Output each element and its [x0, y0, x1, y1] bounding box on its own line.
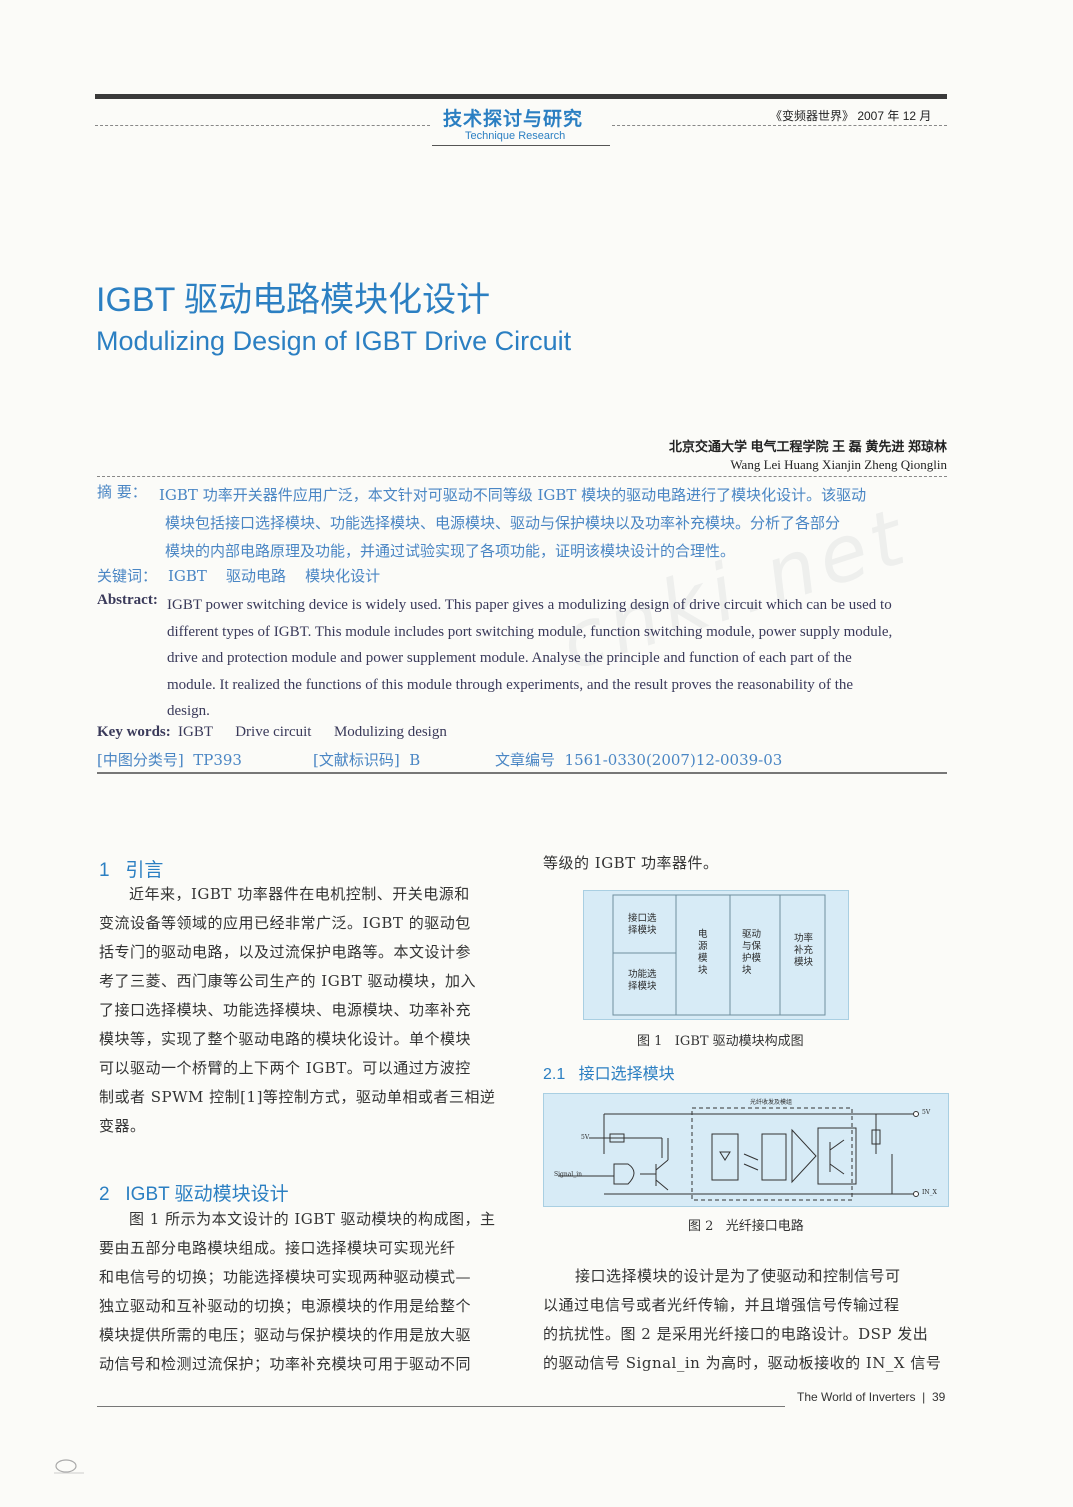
paragraph-line: 的抗扰性。图 2 是采用光纤接口的电路设计。DSP 发出	[543, 1325, 929, 1343]
section-title-cn: 技术探讨与研究	[443, 109, 584, 130]
section-2-body: 图 1 所示为本文设计的 IGBT 驱动模块的构成图，主 要由五部分电路模块组成…	[99, 1205, 509, 1379]
journal-name: 《变频器世界》 2007 年 12 月	[770, 109, 932, 123]
paragraph-line: 图 1 所示为本文设计的 IGBT 驱动模块的构成图，主	[129, 1210, 496, 1228]
fig2-top-label: 光纤收发及模组	[750, 1099, 793, 1106]
article-number: 文章编号 1561-0330(2007)12-0039-03	[495, 751, 783, 769]
abstract-label-cn: 摘 要：	[97, 483, 147, 501]
abstract-rule	[97, 772, 947, 774]
paragraph-line: 要由五部分电路模块组成。接口选择模块可实现光纤	[99, 1239, 456, 1257]
header-dash-left	[95, 125, 430, 126]
keywords-label-en: Key words:	[97, 724, 171, 740]
paragraph-line: 模块提供所需的电压；驱动与保护模块的作用是放大驱	[99, 1326, 472, 1344]
header-dash-right	[612, 125, 947, 126]
paragraph-line: 变流设备等领域的应用已经非常广泛。IGBT 的驱动包	[99, 914, 471, 932]
clc-number: [中图分类号] TP393	[97, 751, 242, 769]
paragraph-line: 可以驱动一个桥臂的上下两个 IGBT。可以通过方波控	[99, 1059, 471, 1077]
section-1-body: 近年来，IGBT 功率器件在电机控制、开关电源和 变流设备等领域的应用已经非常广…	[99, 880, 509, 1141]
abstract-label-en: Abstract:	[97, 592, 158, 608]
fig2-signal-in: Signal_in	[554, 1171, 583, 1178]
authors-en: Wang Lei Huang Xianjin Zheng Qionglin	[730, 457, 947, 472]
publisher-logo-icon	[54, 1459, 84, 1474]
figure-2-caption: 图 2 光纤接口电路	[688, 1219, 804, 1234]
abstract-cn-line: IGBT 功率开关器件应用广泛，本文针对可驱动不同等级 IGBT 模块的驱动电路…	[159, 486, 867, 504]
paragraph-line: 的驱动信号 Signal_in 为高时，驱动板接收的 IN_X 信号	[543, 1354, 942, 1372]
continuation-line: 等级的 IGBT 功率器件。	[543, 854, 719, 872]
paragraph-line: 括专门的驱动电路，以及过流保护电路等。本文设计参	[99, 943, 472, 961]
abstract-en: IGBT power switching device is widely us…	[167, 592, 892, 725]
fig1-block-power: 电源模块	[698, 929, 708, 976]
figure-2-circuit	[558, 1107, 919, 1201]
header-rule	[95, 94, 947, 99]
title-cn: IGBT 驱动电路模块化设计	[96, 281, 491, 319]
section-2-heading: 2 IGBT 驱动模块设计	[99, 1184, 289, 1205]
paragraph-line: 和电信号的切换；功能选择模块可实现两种驱动模式—	[99, 1268, 472, 1286]
title-en: Modulizing Design of IGBT Drive Circuit	[96, 326, 572, 356]
figure-1: 接口选择模块 功能选择模块 电源模块 驱动与保护模块 功率补充模块	[583, 890, 849, 1020]
paragraph-line: 变器。	[99, 1117, 146, 1135]
paragraph-line: 以通过电信号或者光纤传输，并且增强信号传输过程	[543, 1296, 900, 1314]
abstract-en-line: module. It realized the functions of thi…	[167, 676, 854, 693]
figure-1-caption: 图 1 IGBT 驱动模块构成图	[637, 1034, 804, 1049]
fig1-block-interface: 接口选择模块	[628, 913, 657, 936]
doc-code: [文献标识码] B	[313, 751, 421, 769]
abstract-en-line: design.	[167, 703, 210, 719]
footer-text: The World of Inverters | 39	[797, 1390, 946, 1404]
abstract-en-line: drive and protection module and power su…	[167, 650, 852, 666]
figure-1-diagram	[612, 894, 826, 1016]
abstract-en-line: IGBT power switching device is widely us…	[167, 597, 892, 613]
fig1-block-supplement: 功率补充模块	[794, 933, 814, 968]
section-title-en: Technique Research	[465, 130, 566, 142]
abstract-cn-line: 模块包括接口选择模块、功能选择模块、电源模块、驱动与保护模块以及功率补充模块。分…	[165, 514, 841, 532]
footer-rule	[97, 1406, 785, 1407]
abstract-dash-top	[97, 476, 947, 477]
fig2-5v-left: 5V	[581, 1134, 590, 1141]
fig2-in-x: IN_X	[922, 1189, 937, 1196]
abstract-cn: IGBT 功率开关器件应用广泛，本文针对可驱动不同等级 IGBT 模块的驱动电路…	[159, 481, 866, 565]
paragraph-line: 近年来，IGBT 功率器件在电机控制、开关电源和	[129, 885, 470, 903]
affiliation: 北京交通大学 电气工程学院 王 磊 黄先进 郑琼林	[668, 439, 947, 454]
paragraph-line: 模块等，实现了整个驱动电路的模块化设计。单个模块	[99, 1030, 472, 1048]
paragraph-line: 了接口选择模块、功能选择模块、电源模块、功率补充	[99, 1001, 472, 1019]
abstract-cn-line: 模块的内部电路原理及功能，并通过试验实现了各项功能，证明该模块设计的合理性。	[165, 542, 736, 560]
section-1-heading: 1 引言	[99, 860, 164, 881]
abstract-en-line: different types of IGBT. This module inc…	[167, 623, 893, 640]
paragraph-line: 接口选择模块的设计是为了使驱动和控制信号可	[575, 1267, 901, 1285]
fig1-block-function: 功能选择模块	[628, 969, 657, 992]
keywords-en: IGBT Drive circuit Modulizing design	[178, 724, 447, 740]
keywords-cn: IGBT 驱动电路 模块化设计	[168, 567, 381, 585]
paragraph-line: 制或者 SPWM 控制[1]等控制方式，驱动单相或者三相逆	[99, 1088, 496, 1106]
fig2-5v-right: 5V	[922, 1109, 931, 1116]
section-2-1-body: 接口选择模块的设计是为了使驱动和控制信号可 以通过电信号或者光纤传输，并且增强信…	[543, 1262, 947, 1378]
keywords-label-cn: 关键词：	[97, 567, 158, 585]
paragraph-line: 动信号和检测过流保护；功率补充模块可用于驱动不同	[99, 1355, 472, 1373]
paragraph-line: 独立驱动和互补驱动的切换；电源模块的作用是给整个	[99, 1297, 472, 1315]
paragraph-line: 考了三菱、西门康等公司生产的 IGBT 驱动模块，加入	[99, 972, 476, 990]
fig1-block-drive: 驱动与保护模块	[742, 929, 762, 976]
subsection-2-1-heading: 2.1 接口选择模块	[543, 1066, 675, 1083]
header-underline	[432, 145, 610, 146]
figure-2: 光纤收发及模组 5V 5V Signal_in IN_X	[543, 1093, 949, 1207]
